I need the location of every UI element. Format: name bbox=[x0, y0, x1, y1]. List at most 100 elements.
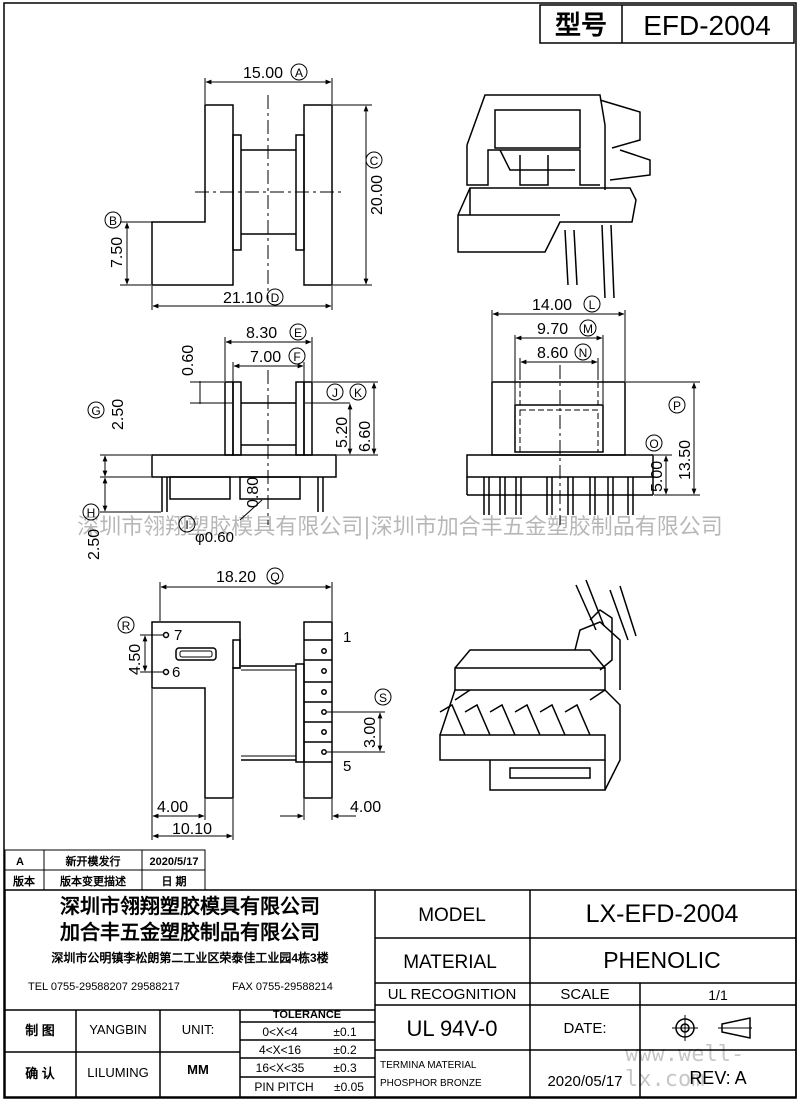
company-watermark: 深圳市翎翔塑胶模具有限公司|深圳市加合丰五金塑胶制品有限公司 bbox=[77, 515, 723, 540]
rev-desc: 新开模发行 bbox=[66, 854, 121, 868]
dim-pin-diameter: φ0.60 bbox=[195, 529, 234, 546]
drawn-value: YANGBIN bbox=[89, 1022, 147, 1037]
tag-f: F bbox=[293, 350, 300, 364]
pin-7-label: 7 bbox=[174, 627, 182, 644]
dim-front-height: 13.50 bbox=[677, 440, 694, 480]
tag-e: E bbox=[294, 326, 302, 340]
tag-o: O bbox=[649, 437, 658, 451]
rev-date: 2020/5/17 bbox=[150, 856, 199, 868]
tag-b: B bbox=[109, 214, 117, 228]
tol3-range: 16<X<35 bbox=[256, 1061, 305, 1075]
dim-flange-thickness: 0.60 bbox=[180, 345, 197, 376]
tag-q: Q bbox=[270, 570, 279, 584]
dim-left-width: 4.00 bbox=[157, 799, 188, 816]
bottom-view-labels: 18.20 Q 4.50 R 3.00 S 7 6 1 5 4.00 10.10… bbox=[117, 567, 392, 838]
dim-side-width1: 8.30 bbox=[246, 325, 277, 342]
rev-header-desc: 版本变更描述 bbox=[60, 874, 126, 888]
side-view-labels: 8.30 E 7.00 F 0.60 2.50 G J K 5.20 6.60 … bbox=[82, 323, 374, 560]
tag-p: P bbox=[673, 399, 681, 413]
dim-pin-length: 2.50 bbox=[86, 529, 103, 560]
bottom-view bbox=[140, 582, 385, 840]
title-block-text: 深圳市翎翔塑胶模具有限公司 加合丰五金塑胶制品有限公司 深圳市公明镇李松朗第二工… bbox=[25, 894, 746, 1094]
dim-outer-height: 6.60 bbox=[357, 421, 374, 452]
tag-c: C bbox=[370, 154, 379, 168]
model-code: EFD-2004 bbox=[643, 10, 771, 41]
type-label: 型号 bbox=[555, 10, 607, 40]
tol2-range: 4<X<16 bbox=[259, 1043, 301, 1057]
tag-n: N bbox=[579, 346, 588, 360]
company-name-2: 加合丰五金塑胶制品有限公司 bbox=[59, 920, 320, 944]
tag-l: L bbox=[589, 298, 596, 312]
top-view bbox=[120, 78, 372, 310]
dim-base-height: 5.00 bbox=[649, 461, 666, 492]
dim-total-width: 21.10 bbox=[223, 290, 263, 307]
terminal-material-label: TERMINA MATERIAL bbox=[380, 1060, 477, 1071]
tag-j: J bbox=[332, 386, 338, 400]
rev-code: A bbox=[16, 856, 24, 868]
title-block bbox=[4, 889, 797, 1098]
pin-5-label: 5 bbox=[343, 758, 351, 775]
unit-value: MM bbox=[187, 1062, 209, 1077]
model-value: LX-EFD-2004 bbox=[586, 900, 739, 928]
ul-label: UL RECOGNITION bbox=[388, 986, 517, 1003]
dim-front-width3: 8.60 bbox=[537, 345, 568, 362]
company-fax: FAX 0755-29588214 bbox=[232, 981, 333, 993]
header-model-box: 型号 EFD-2004 bbox=[539, 4, 795, 44]
terminal-material-value: PHOSPHOR BRONZE bbox=[380, 1078, 482, 1089]
sheet-border bbox=[3, 2, 797, 1099]
company-address: 深圳市公明镇李松朗第二工业区荣泰佳工业园4栋3楼 bbox=[51, 950, 328, 965]
tolerance-header: TOLERANCE bbox=[273, 1009, 341, 1021]
dim-top-offset: 2.50 bbox=[110, 399, 127, 430]
dim-side-width2: 7.00 bbox=[250, 349, 281, 366]
check-label: 确 认 bbox=[25, 1066, 56, 1081]
iso-view-bottom bbox=[439, 579, 637, 791]
tag-d: D bbox=[271, 291, 280, 305]
company-tel: TEL 0755-29588207 29588217 bbox=[28, 981, 180, 993]
dim-bottom-width: 18.20 bbox=[216, 569, 256, 586]
top-view-labels: 15.00 A 20.00 C 7.50 B 21.10 D bbox=[104, 63, 386, 307]
dim-front-width2: 9.70 bbox=[537, 321, 568, 338]
material-label: MATERIAL bbox=[403, 952, 497, 973]
website-watermark: www.well-lx.com bbox=[625, 1042, 745, 1092]
scale-value: 1/1 bbox=[708, 987, 728, 1003]
tol4-value: ±0.05 bbox=[334, 1080, 364, 1094]
dim-top-height: 20.00 bbox=[369, 175, 386, 215]
tol3-value: ±0.3 bbox=[333, 1061, 357, 1075]
drawn-label: 制 图 bbox=[25, 1023, 55, 1038]
tag-h: H bbox=[87, 506, 96, 520]
tag-r: R bbox=[122, 619, 131, 633]
tag-a: A bbox=[295, 66, 303, 80]
date-label: DATE: bbox=[563, 1020, 606, 1037]
unit-label: UNIT: bbox=[182, 1022, 215, 1037]
model-label: MODEL bbox=[418, 905, 486, 926]
scale-label: SCALE bbox=[560, 986, 609, 1003]
side-view bbox=[100, 337, 378, 525]
tag-i: I bbox=[185, 518, 188, 532]
dim-pin-row-gap: 4.50 bbox=[127, 644, 144, 675]
dim-right-width: 4.00 bbox=[350, 799, 381, 816]
rev-value: REV: A bbox=[689, 1068, 746, 1088]
tol1-range: 0<X<4 bbox=[262, 1025, 298, 1039]
revision-labels: A 新开模发行 2020/5/17 版本 版本变更描述 日 期 bbox=[13, 854, 198, 888]
dim-pin-pitch: 3.00 bbox=[362, 717, 379, 748]
front-view bbox=[466, 310, 700, 525]
pin-1-label: 1 bbox=[343, 629, 351, 646]
tag-k: K bbox=[354, 386, 362, 400]
company-name-1: 深圳市翎翔塑胶模具有限公司 bbox=[60, 894, 320, 918]
dim-inner-height: 5.20 bbox=[334, 417, 351, 448]
date-value: 2020/05/17 bbox=[547, 1073, 622, 1090]
material-value: PHENOLIC bbox=[603, 947, 721, 973]
dim-pin-offset: 0.80 bbox=[245, 477, 262, 508]
rev-header-version: 版本 bbox=[13, 874, 35, 888]
tag-g: G bbox=[91, 404, 100, 418]
pin-6-label: 6 bbox=[172, 664, 180, 681]
dim-top-width: 15.00 bbox=[243, 65, 283, 82]
dim-front-width1: 14.00 bbox=[532, 297, 572, 314]
check-value: LILUMING bbox=[87, 1065, 148, 1080]
dim-step-height: 7.50 bbox=[109, 237, 126, 268]
rev-header-date: 日 期 bbox=[161, 874, 186, 888]
tag-s: S bbox=[379, 691, 387, 705]
ul-value: UL 94V-0 bbox=[407, 1016, 498, 1041]
